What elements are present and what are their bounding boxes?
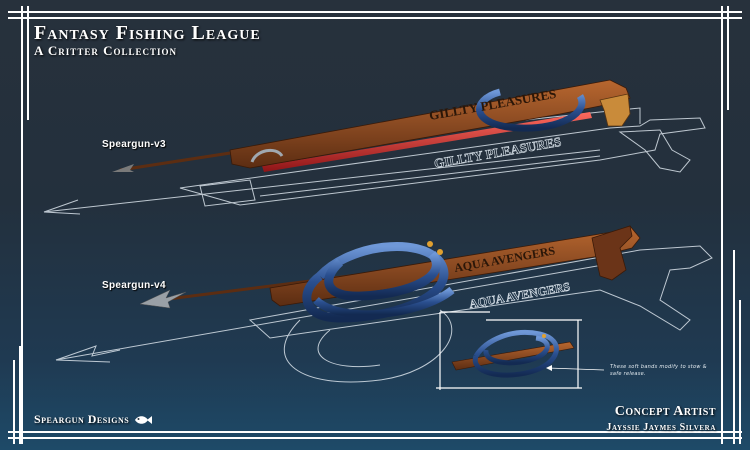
studio-name: Speargun Designs xyxy=(34,412,130,426)
detail-inset xyxy=(436,311,605,390)
speargun-v3-label: Speargun-v3 xyxy=(102,139,166,150)
artist-credit: Concept Artist Jayssie Jaymes Silvera xyxy=(606,404,716,433)
page-subtitle: A Critter Collection xyxy=(34,43,177,58)
speargun-v3: GILLTY PLEASURES xyxy=(112,79,631,172)
page-title: Fantasy Fishing League xyxy=(34,22,261,44)
artist-role: Concept Artist xyxy=(614,404,716,419)
artist-name: Jayssie Jaymes Silvera xyxy=(606,422,716,433)
v4-sketch-engraving: AQUA AVENGERS xyxy=(468,279,571,311)
studio-credit: Speargun Designs xyxy=(34,412,153,427)
callout-annotation: These soft bands modify to stow & safe r… xyxy=(610,364,707,377)
fish-logo-icon xyxy=(135,415,153,424)
speargun-v4-label: Speargun-v4 xyxy=(102,280,166,291)
